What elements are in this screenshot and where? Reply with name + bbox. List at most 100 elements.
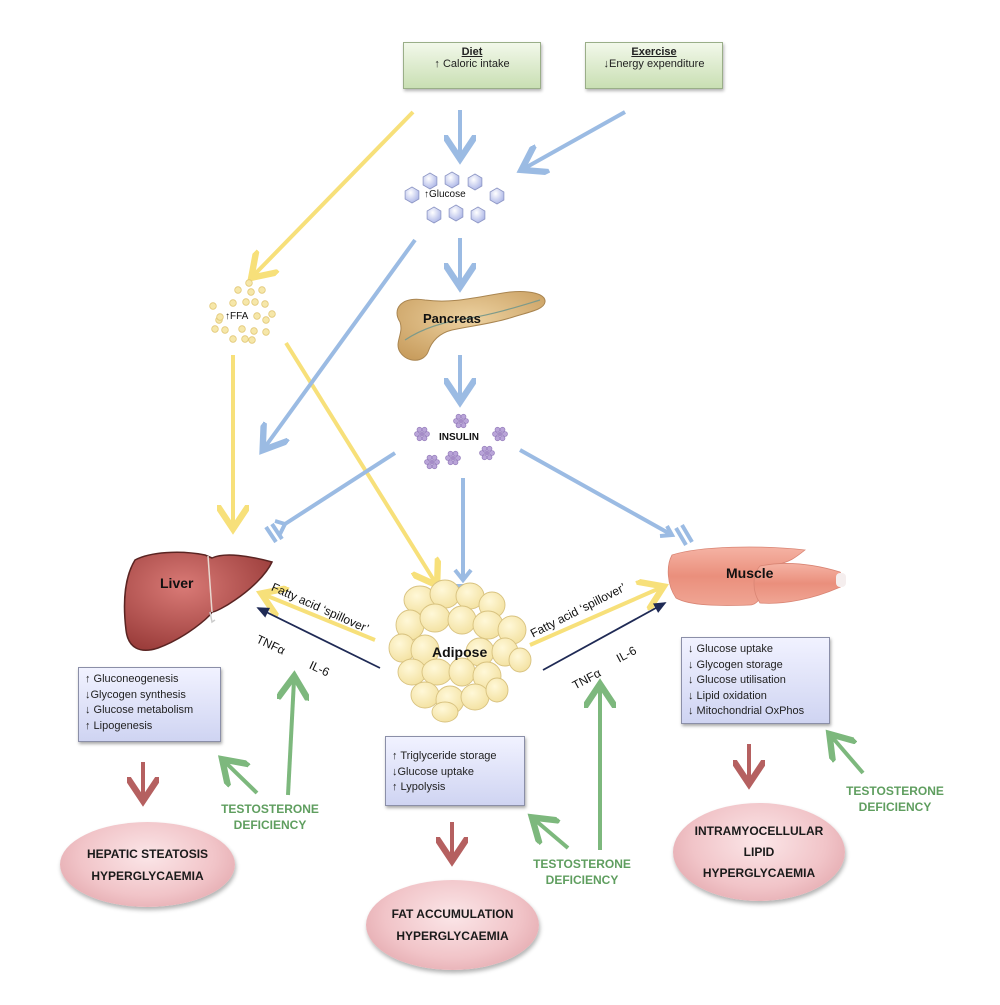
outcome-liver: HEPATIC STEATOSIS HYPERGLYCAEMIA (60, 822, 235, 907)
ffa-dot (262, 328, 270, 336)
liver-effect: ↓Glycogen synthesis (85, 688, 186, 701)
arrow-testosterone-to-muscle-box (832, 737, 865, 775)
testosterone-deficiency-liver: TESTOSTERONE DEFICIENCY (215, 801, 325, 833)
diet-box: Diet ↑ Caloric intake (403, 42, 541, 89)
diet-text: ↑ Caloric intake (434, 58, 510, 70)
adipocyte-cell (448, 657, 476, 687)
arrow-cytokines-to-liver (256, 607, 381, 669)
ffa-dot (248, 336, 256, 344)
ffa-dot (261, 300, 269, 308)
ffa-dot (241, 335, 249, 343)
outcome-text: HEPATIC STEATOSIS (86, 846, 209, 861)
muscle-effect: ↓ Glucose utilisation (688, 674, 786, 686)
outcome-adipose: FAT ACCUMULATION HYPERGLYCAEMIA (366, 880, 539, 970)
liver-effects-box: ↑ Gluconeogenesis ↓Glycogen synthesis ↓ … (78, 667, 221, 742)
outcome-text: FAT ACCUMULATION (391, 907, 514, 921)
muscle-effect: ↓ Mitochondrial OxPhos (688, 705, 805, 717)
adipocyte-cell (460, 683, 490, 711)
ffa-dot (251, 298, 259, 306)
liver-icon (123, 551, 274, 651)
testosterone-deficiency-muscle: TESTOSTERONE DEFICIENCY (840, 783, 950, 815)
outcome-text: LIPID (743, 844, 775, 859)
adipocyte-cell (485, 677, 509, 703)
arrow-insulin-to-liver (283, 451, 397, 526)
testosterone-text: TESTOSTERONE (221, 802, 319, 816)
outcome-muscle: INTRAMYOCELLULAR LIPID HYPERGLYCAEMIA (673, 803, 845, 901)
arrow-testosterone-to-liver-box (225, 762, 259, 795)
exercise-box: Exercise ↓Energy expenditure (585, 42, 723, 89)
glucose-label: ↑Glucose (424, 189, 466, 200)
ffa-dot (250, 327, 258, 335)
arrow-diet-to-ffa (254, 110, 415, 275)
ffa-dot (258, 286, 266, 294)
adipocyte-cell (421, 658, 453, 686)
outcome-text: HYPERGLYCAEMIA (91, 868, 204, 883)
adipose-effect: ↑ Lypolysis (392, 781, 446, 793)
adipocyte-cell (508, 647, 532, 673)
glucose-hexagon (470, 206, 486, 224)
insulin-hexamer (453, 413, 469, 429)
adipocyte-cell (431, 701, 459, 723)
arrow-cytokines-to-muscle (542, 602, 667, 671)
insulin-hexamer (445, 450, 461, 466)
ffa-dot (238, 325, 246, 333)
muscle-effects-box: ↓ Glucose uptake ↓ Glycogen storage ↓ Gl… (681, 637, 830, 724)
arrow-exercise-to-glucose (525, 110, 626, 168)
ffa-dot (253, 312, 261, 320)
testosterone-text: TESTOSTERONE (846, 784, 944, 798)
arrow-glucose-to-liver (265, 238, 417, 447)
arrow-insulin-to-muscle (519, 448, 673, 537)
ffa-dot (211, 325, 219, 333)
arrow-testosterone-to-adipose-box (535, 820, 570, 850)
diet-title: Diet (461, 46, 483, 58)
ffa-dot (245, 279, 253, 287)
ffa-dot (262, 316, 270, 324)
glucose-hexagon (426, 206, 442, 224)
testosterone-text: TESTOSTERONE (533, 857, 631, 871)
testosterone-arrows (225, 680, 865, 850)
outcome-text: HYPERGLYCAEMIA (702, 865, 816, 880)
outcome-arrows (143, 744, 749, 857)
liver-effect: ↓ Glucose metabolism (85, 704, 194, 716)
testosterone-deficiency-adipose: TESTOSTERONE DEFICIENCY (527, 856, 637, 888)
glucose-hexagon (467, 173, 483, 191)
glucose-hexagon (422, 172, 438, 190)
insulin-hexamer (492, 426, 508, 442)
inhibition-bar-liver (264, 519, 287, 544)
arrow-spillover-to-muscle (529, 588, 660, 647)
exercise-text: ↓Energy expenditure (603, 58, 705, 70)
muscle-effect: ↓ Glycogen storage (688, 658, 783, 671)
glucose-insulin-arrows (264, 110, 694, 594)
arrow-spillover-to-liver (265, 595, 376, 642)
liver-label: Liver (160, 575, 194, 591)
insulin-hexamer (414, 426, 430, 442)
adipose-effect: ↓Glucose uptake (392, 765, 474, 778)
adipose-label: Adipose (432, 644, 488, 660)
ffa-dot (268, 310, 276, 318)
adipose-effect: ↑ Triglyceride storage (392, 750, 497, 762)
glucose-hexagon (444, 171, 460, 189)
muscle-effect: ↓ Glucose uptake (688, 643, 773, 655)
ffa-dot (229, 299, 237, 307)
deficiency-text: DEFICIENCY (858, 800, 932, 814)
adipocyte-cell (419, 603, 451, 633)
insulin-label: INSULIN (439, 432, 479, 443)
adipocyte-cell (447, 605, 477, 635)
glucose-hexagon (404, 186, 420, 204)
adipose-icon (388, 579, 532, 723)
glucose-molecules-icon (404, 171, 505, 224)
ffa-molecules-icon (209, 279, 276, 344)
outcome-text: HYPERGLYCAEMIA (396, 929, 509, 943)
muscle-label: Muscle (726, 565, 774, 581)
pancreas-label: Pancreas (423, 311, 481, 326)
ffa-dot (209, 302, 217, 310)
liver-effect: ↑ Lipogenesis (85, 719, 153, 732)
muscle-icon (667, 546, 846, 606)
muscle-effect: ↓ Lipid oxidation (688, 689, 767, 702)
ffa-label: ↑FFA (225, 311, 249, 322)
ffa-dot (229, 335, 237, 343)
deficiency-text: DEFICIENCY (233, 818, 307, 832)
inhibition-bar-muscle (659, 523, 694, 547)
deficiency-text: DEFICIENCY (545, 873, 619, 887)
